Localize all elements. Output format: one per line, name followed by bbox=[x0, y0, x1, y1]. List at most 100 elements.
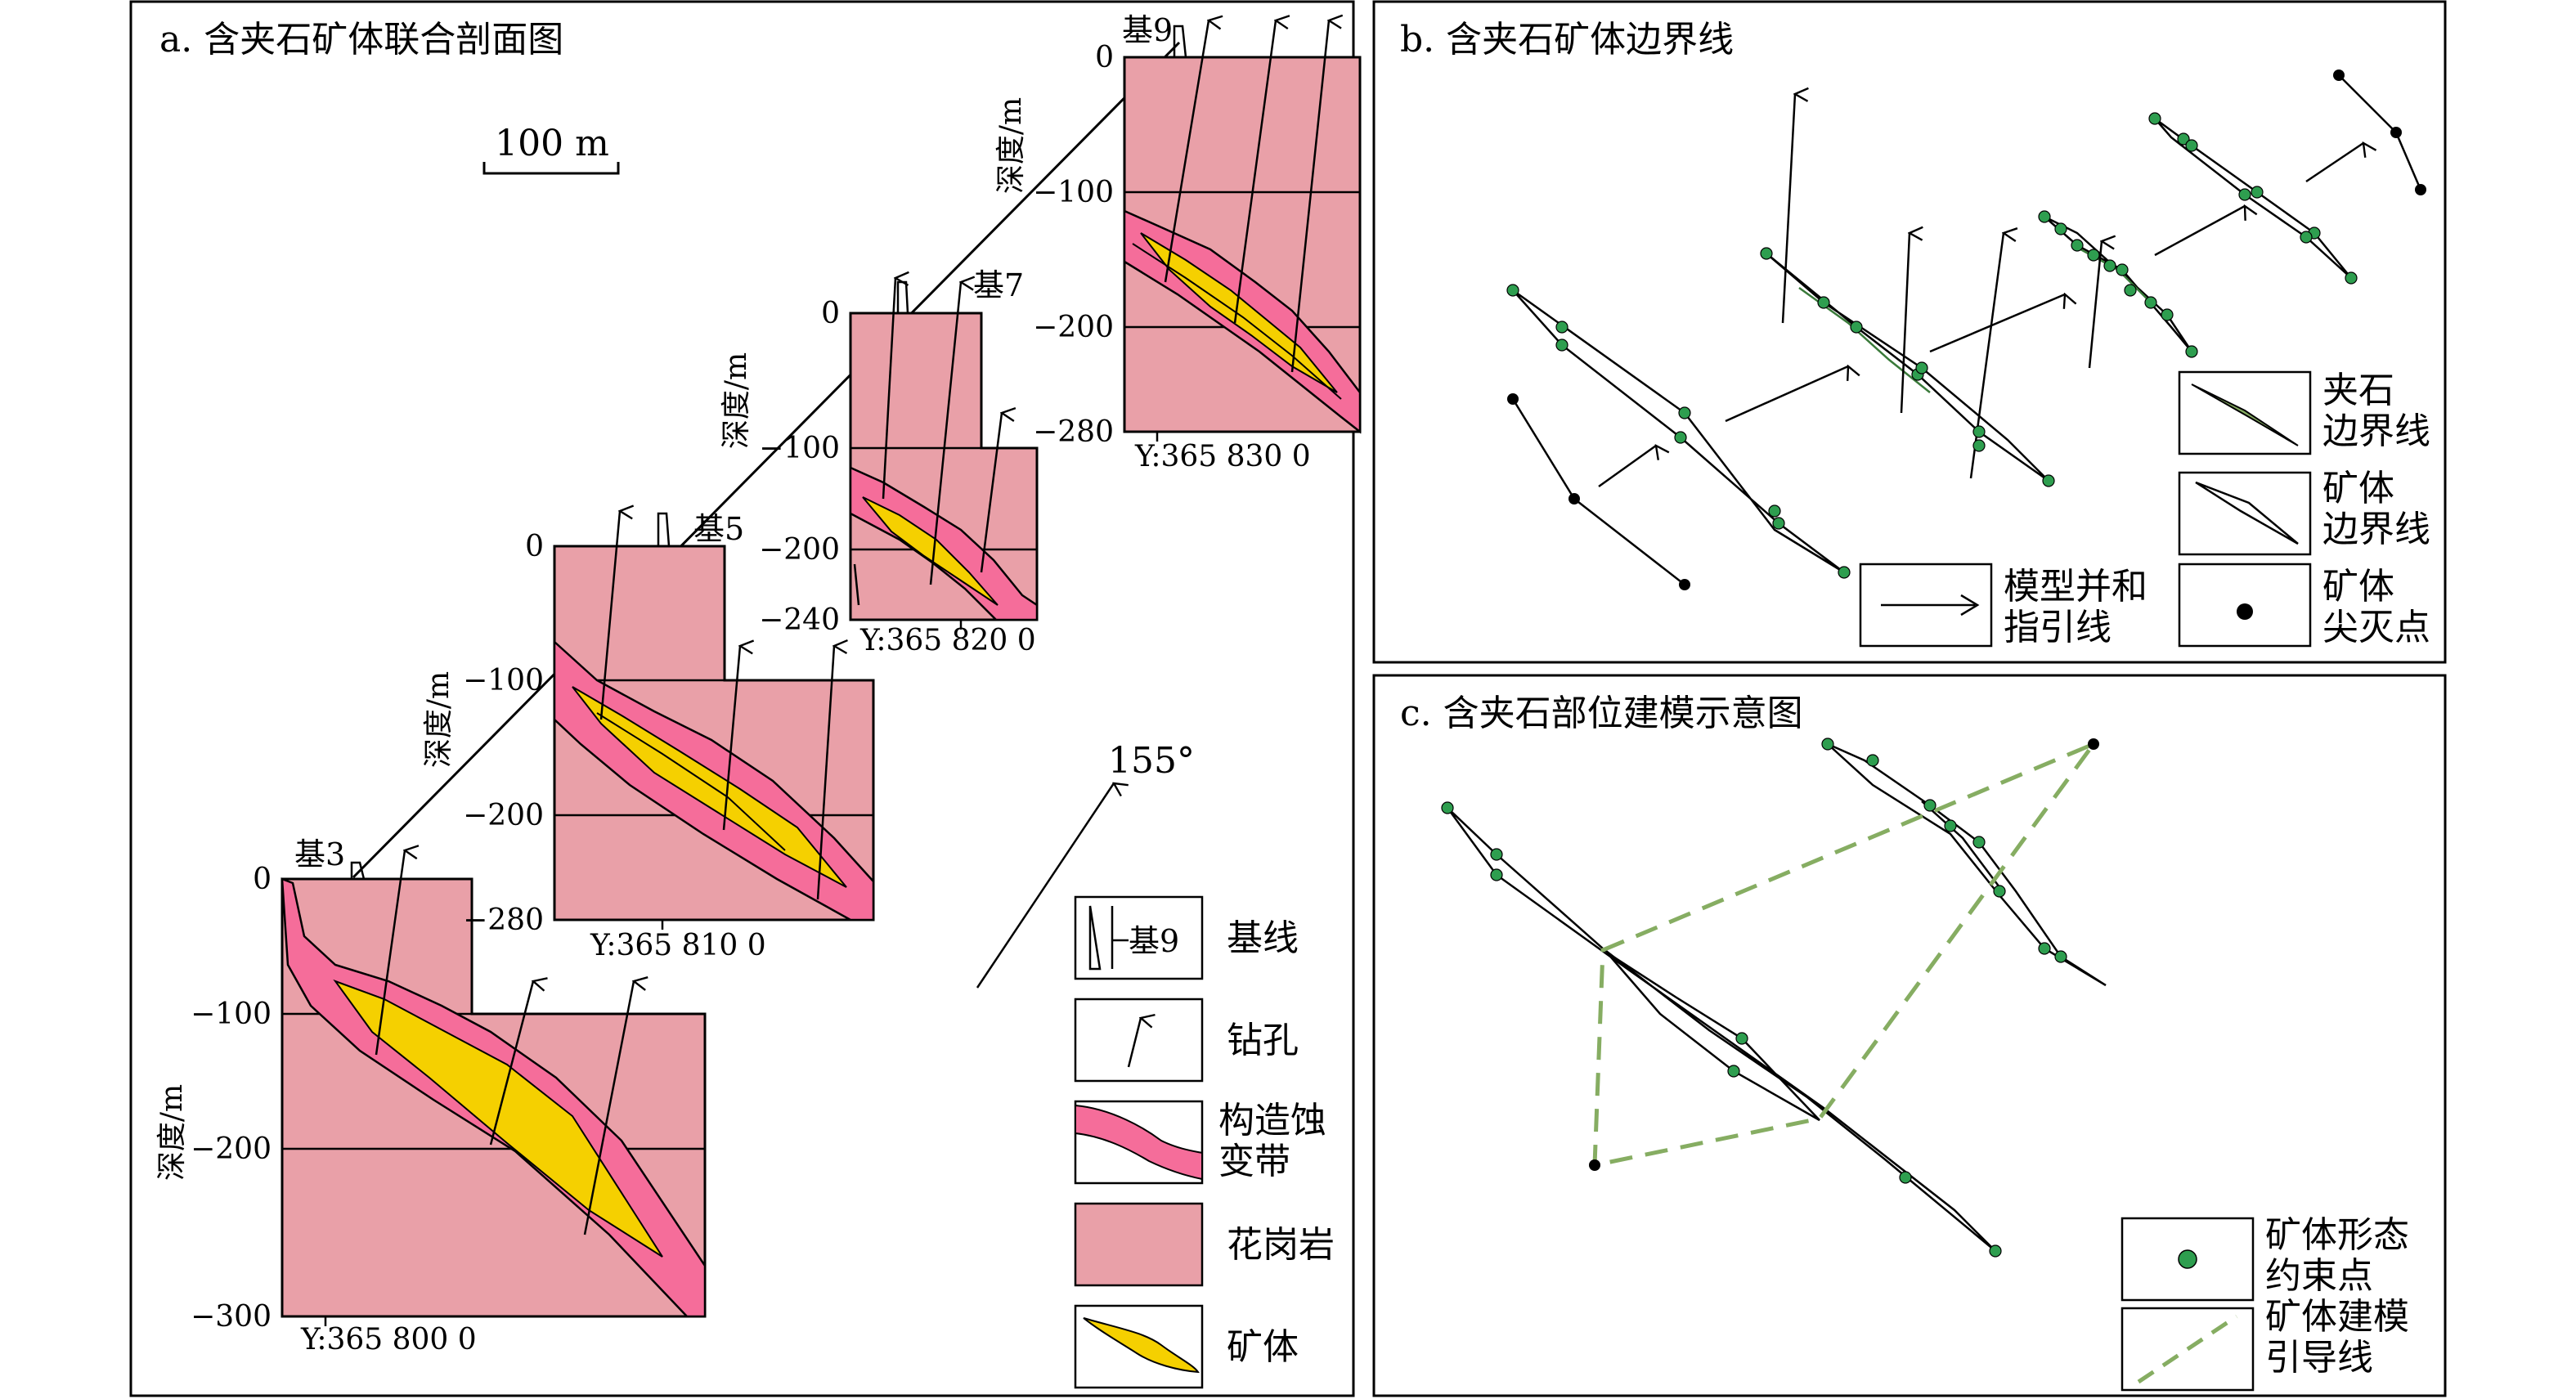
legend-ore-boundary-label: 边界线 bbox=[2322, 509, 2430, 550]
section-ji9: 基9 Y:365 830 0 0 −100 −200 −280 深度/m bbox=[994, 12, 1362, 473]
depth-tick: 0 bbox=[253, 863, 272, 896]
panel-b: b. 含夹石矿体边界线 bbox=[1372, 0, 2447, 664]
drillhole-arrow bbox=[1900, 233, 1910, 414]
legend-drillhole-label: 钻孔 bbox=[1227, 1020, 1299, 1061]
legend-constraint-label: 矿体形态 bbox=[2265, 1214, 2409, 1256]
legend-model-guide-label: 指引线 bbox=[2004, 607, 2112, 648]
legend-ore: 矿体 bbox=[1074, 1304, 1299, 1389]
constraint-point bbox=[1678, 406, 1691, 419]
constraint-point bbox=[2161, 308, 2174, 321]
panel-c-legend: 矿体形态 约束点 矿体建模 引导线 bbox=[2120, 1214, 2409, 1392]
constraint-point bbox=[2185, 345, 2198, 358]
depth-tick: −300 bbox=[191, 1300, 272, 1334]
constraint-point bbox=[1821, 738, 1834, 751]
pinch-out-line bbox=[2338, 74, 2422, 191]
constraint-point bbox=[2185, 139, 2198, 152]
legend-baseline-label: 基线 bbox=[1227, 917, 1299, 959]
constraint-point bbox=[1555, 321, 1568, 334]
section-id: 基9 bbox=[1122, 12, 1173, 48]
panel-c-title: c. 含夹石部位建模示意图 bbox=[1400, 693, 1803, 734]
depth-tick: −200 bbox=[759, 533, 840, 567]
panel-a-frame bbox=[129, 0, 1355, 1397]
constraint-point bbox=[1490, 868, 1503, 881]
constraint-point bbox=[2054, 222, 2067, 235]
constraint-points bbox=[1441, 738, 2067, 1258]
constraint-point bbox=[1850, 321, 1863, 334]
constraint-point bbox=[1441, 801, 1454, 814]
legend-constraint: 矿体形态 约束点 bbox=[2120, 1214, 2409, 1302]
constraint-point bbox=[1866, 754, 1879, 767]
constraint-point bbox=[1735, 1032, 1748, 1045]
constraint-point bbox=[1772, 517, 1785, 530]
legend-baseline: 基9 基线 bbox=[1074, 895, 1299, 980]
constraint-point bbox=[1555, 339, 1568, 352]
depth-tick: −100 bbox=[759, 432, 840, 465]
constraint-point bbox=[1490, 848, 1503, 861]
constraint-point bbox=[2148, 112, 2161, 125]
legend-granite-label: 花岗岩 bbox=[1227, 1224, 1335, 1266]
legend-baseline-symbol: 基9 bbox=[1129, 923, 1179, 959]
constraint-point bbox=[1944, 819, 1957, 832]
legend-ore-boundary-label: 矿体 bbox=[2322, 468, 2394, 509]
drillhole bbox=[375, 850, 405, 1056]
section-y-label: Y:365 800 0 bbox=[300, 1323, 477, 1356]
drillhole bbox=[489, 981, 533, 1146]
scale-bar: 100 m bbox=[482, 123, 620, 175]
depth-tick: −200 bbox=[1033, 311, 1114, 344]
depth-tick: −200 bbox=[463, 799, 544, 832]
ore-body-outline bbox=[1446, 807, 1996, 1252]
depth-tick: −100 bbox=[463, 664, 544, 697]
legend-waste-label: 夹石 bbox=[2322, 370, 2394, 411]
constraint-point bbox=[1506, 284, 1519, 297]
constraint-point bbox=[2054, 950, 2067, 963]
constraint-point bbox=[1674, 431, 1687, 444]
constraint-point bbox=[1993, 885, 2006, 898]
legend-ore-boundary: 矿体 边界线 bbox=[2178, 468, 2430, 556]
ore-body bbox=[333, 979, 663, 1258]
waste-rock-outline bbox=[1921, 800, 2000, 888]
panel-c: c. 含夹石部位建模示意图 矿体形态 约束点 矿体建模 bbox=[1372, 674, 2447, 1397]
granite-block bbox=[849, 312, 1039, 621]
baseline-marker bbox=[1173, 25, 1187, 58]
ore-body-outline bbox=[1827, 742, 2107, 987]
depth-axis-label: 深度/m bbox=[720, 352, 753, 449]
section-ji7: 基7 Y:365 820 0 0 −100 −200 −240 深度/m bbox=[720, 267, 1039, 657]
legend-constraint-label: 约束点 bbox=[2265, 1255, 2373, 1297]
depth-tick: 0 bbox=[525, 530, 544, 563]
constraint-point bbox=[1972, 836, 1986, 849]
depth-tick: −100 bbox=[1033, 176, 1114, 209]
depth-tick: −280 bbox=[1033, 415, 1114, 449]
ore-boundary-line bbox=[2044, 215, 2193, 352]
waste-rock-outline bbox=[1606, 951, 1820, 1122]
guide-arrow bbox=[2154, 206, 2245, 257]
depth-tick: −240 bbox=[759, 603, 840, 637]
depth-tick: −280 bbox=[463, 904, 544, 937]
depth-axis-label: 深度/m bbox=[155, 1084, 189, 1181]
section-ji5: 基5 Y:365 810 0 0 −100 −200 −280 深度/m bbox=[422, 511, 875, 962]
constraint-point bbox=[2071, 239, 2084, 252]
drillhole bbox=[1233, 20, 1276, 324]
legend-model-guide: 模型并和 指引线 bbox=[1859, 563, 2147, 648]
constraint-point bbox=[1989, 1244, 2002, 1258]
depth-tick: 0 bbox=[1095, 41, 1114, 74]
section-id: 基5 bbox=[693, 511, 744, 547]
baseline-marker bbox=[350, 861, 366, 880]
constraint-point bbox=[1972, 425, 1986, 438]
depth-axis-label: 深度/m bbox=[422, 671, 456, 768]
baseline-marker bbox=[657, 512, 671, 547]
constraint-point bbox=[1817, 296, 1830, 309]
waste-boundary-line bbox=[2072, 244, 2152, 303]
drillhole bbox=[599, 511, 620, 720]
constraint-point bbox=[2251, 186, 2264, 199]
drillhole-arrow bbox=[1969, 233, 2004, 479]
legend-pinch-label: 矿体 bbox=[2322, 566, 2394, 608]
guide-arrow bbox=[1929, 294, 2065, 353]
legend-modeling-guide: 矿体建模 引导线 bbox=[2120, 1296, 2409, 1392]
legend-granite: 花岗岩 bbox=[1074, 1202, 1335, 1287]
constraint-point bbox=[1915, 361, 1928, 374]
legend-alteration-label: 构造蚀 bbox=[1218, 1100, 1326, 1141]
constraint-point bbox=[2345, 271, 2358, 285]
section-y-label: Y:365 820 0 bbox=[859, 624, 1036, 657]
panel-c-frame bbox=[1372, 674, 2447, 1397]
